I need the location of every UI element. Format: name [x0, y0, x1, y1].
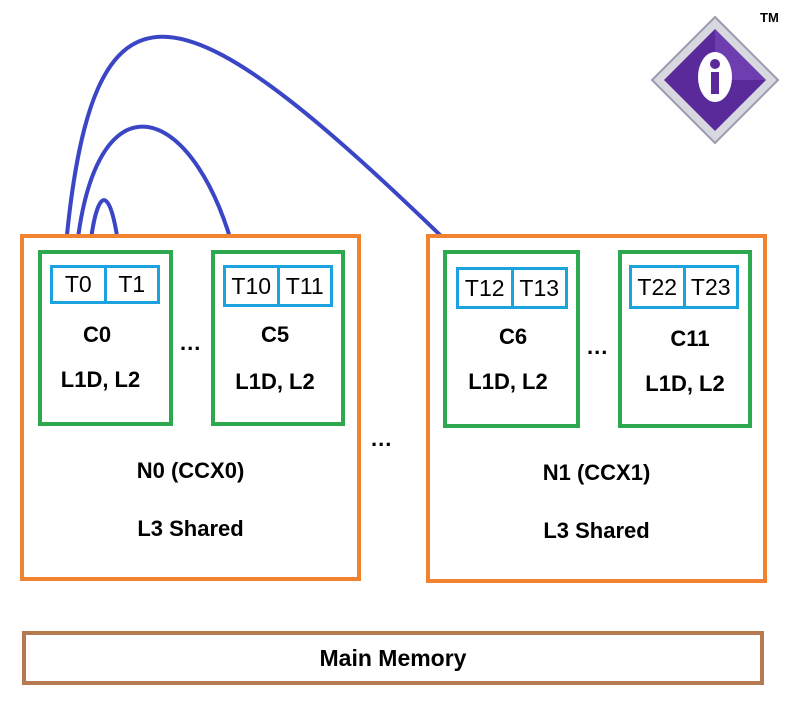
core-c6-cache: L1D, L2 [468, 369, 548, 394]
node-n1-label: N1 (CCX1) [542, 460, 651, 485]
node-n0-l3: L3 Shared [137, 516, 244, 541]
nodes-ellipsis: ... [371, 426, 393, 451]
trademark-label: TM [760, 10, 779, 25]
cores-ellipsis-n1: ... [587, 334, 609, 359]
main-memory: Main Memory [22, 631, 764, 685]
thread-t10: T10 [231, 272, 272, 299]
thread-group-c0: T0 T1 [50, 265, 160, 304]
thread-group-c5: T10 T11 [223, 265, 333, 307]
core-c11-cache: L1D, L2 [645, 371, 725, 396]
thread-group-c6: T12 T13 [456, 267, 568, 309]
thread-t13: T13 [510, 270, 566, 306]
core-c6-label: C6 [498, 324, 528, 349]
thread-t1: T1 [103, 268, 158, 301]
core-c0-cache: L1D, L2 [60, 367, 141, 392]
thread-t0: T0 [64, 271, 92, 297]
thread-t12: T12 [464, 274, 505, 301]
info-diamond-icon [650, 15, 780, 145]
node-n1-l3: L3 Shared [543, 518, 650, 543]
logo [650, 15, 780, 145]
core-c5-cache: L1D, L2 [235, 369, 315, 394]
main-memory-label: Main Memory [319, 644, 467, 671]
node-n0-label: N0 (CCX0) [136, 458, 245, 483]
cores-ellipsis-n0: ... [180, 330, 202, 355]
core-c0-label: C0 [82, 322, 112, 347]
thread-t23: T23 [682, 268, 737, 306]
thread-t22: T22 [637, 273, 678, 300]
thread-t11: T11 [276, 268, 331, 304]
core-c11-label: C11 [670, 326, 710, 351]
thread-group-c11: T22 T23 [629, 265, 739, 309]
core-c5-label: C5 [260, 322, 290, 347]
